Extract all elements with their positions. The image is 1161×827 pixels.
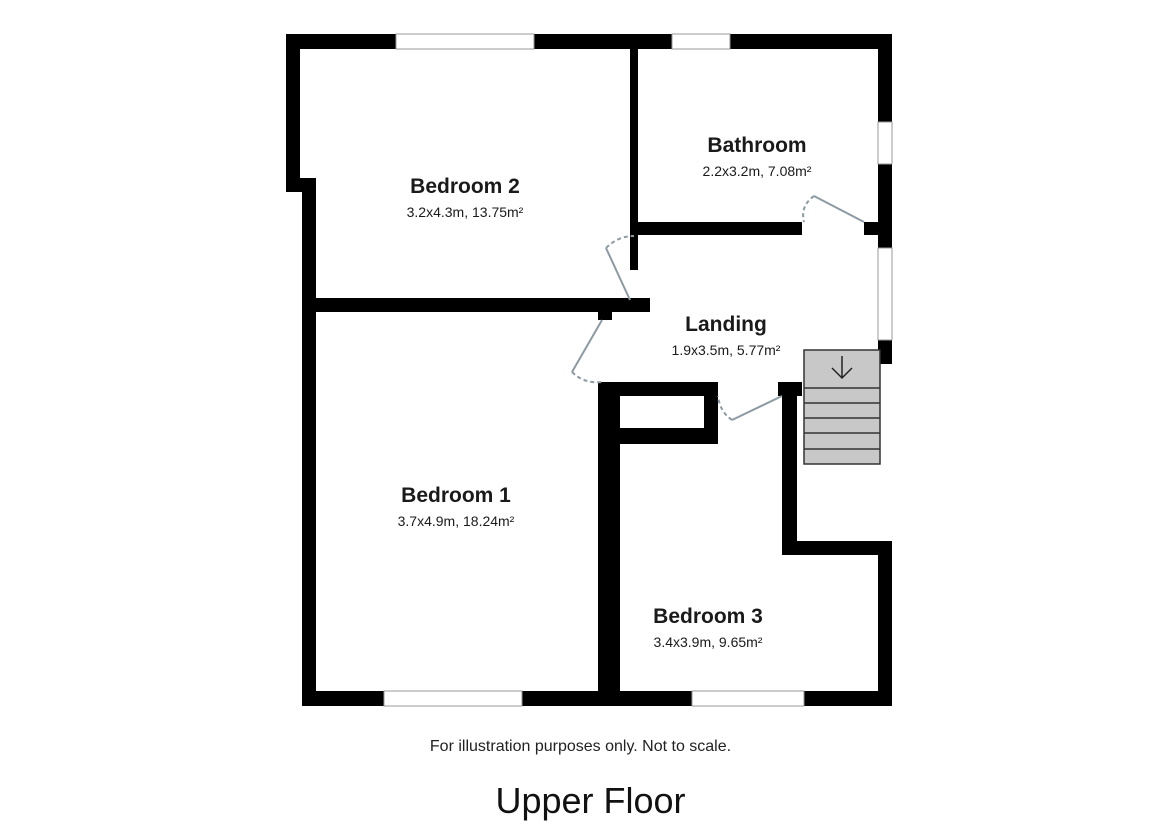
doors (571, 195, 865, 421)
room-name-bedroom-3: Bedroom 3 (653, 605, 763, 628)
windows (383, 33, 893, 707)
room-size-bathroom: 2.2x3.2m, 7.08m² (703, 163, 812, 179)
room-size-landing: 1.9x3.5m, 5.77m² (672, 342, 781, 358)
disclaimer-text: For illustration purposes only. Not to s… (429, 738, 732, 755)
room-size-bedroom-2: 3.2x4.3m, 13.75m² (407, 204, 524, 220)
room-labels: Bedroom 2 3.2x4.3m, 13.75m² Bathroom 2.2… (398, 134, 812, 650)
floor-plan: Bedroom 2 3.2x4.3m, 13.75m² Bathroom 2.2… (286, 33, 893, 707)
room-name-bedroom-1: Bedroom 1 (401, 484, 511, 507)
room-name-bathroom: Bathroom (707, 134, 806, 157)
stairs (803, 349, 881, 465)
room-size-bedroom-3: 3.4x3.9m, 9.65m² (654, 634, 763, 650)
room-size-bedroom-1: 3.7x4.9m, 18.24m² (398, 513, 515, 529)
arrow-down-icon (831, 356, 853, 380)
floor-title: Upper Floor (495, 780, 686, 821)
room-name-bedroom-2: Bedroom 2 (410, 175, 520, 198)
room-name-landing: Landing (685, 313, 767, 336)
